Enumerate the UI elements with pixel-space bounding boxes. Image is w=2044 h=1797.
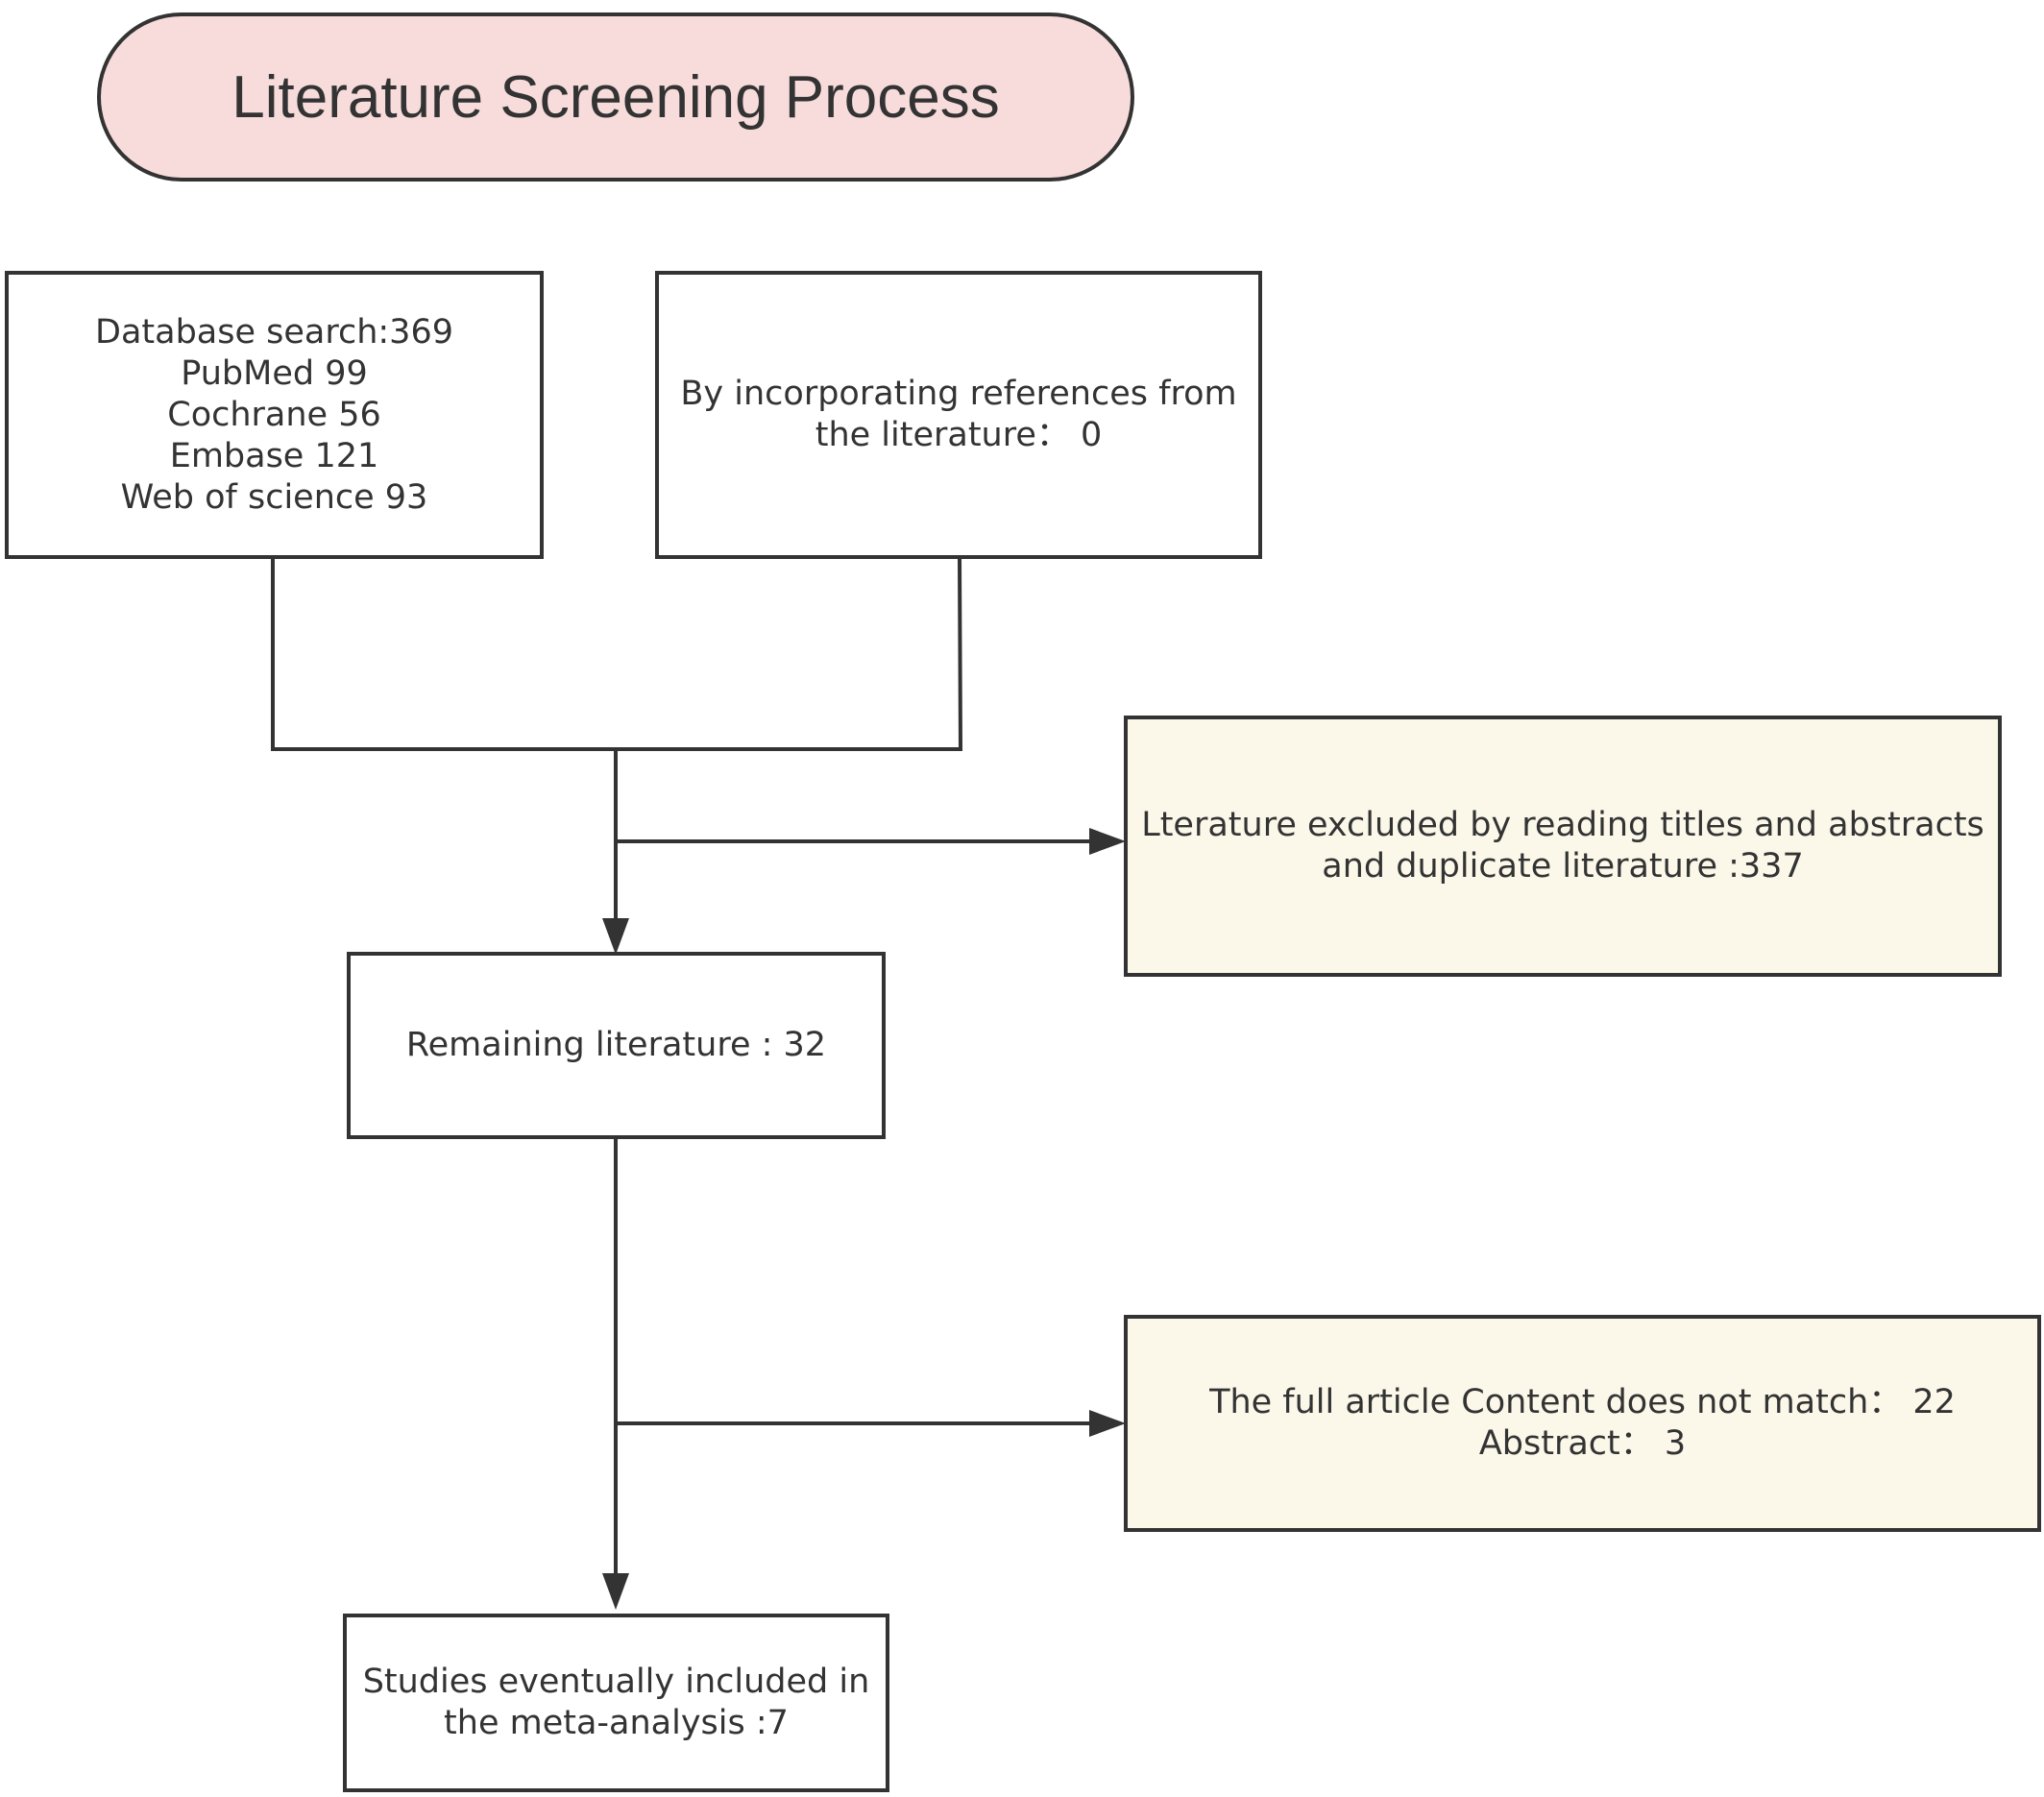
arrowhead-to-remaining (602, 918, 629, 955)
arrowhead-to-included (602, 1573, 629, 1610)
excluded-fulltext-line-1: The full article Content does not match：… (1209, 1383, 1956, 1421)
remaining-line: Remaining literature : 32 (405, 1026, 827, 1064)
references-line-2: the literature： 0 (815, 416, 1103, 454)
excluded-titles-abstracts-box: Lterature excluded by reading titles and… (1124, 716, 2002, 977)
excluded-fulltext-line-2: Abstract： 3 (1478, 1424, 1687, 1463)
web-of-science-line: Web of science 93 (120, 477, 428, 517)
diagram-title: Literature Screening Process (231, 63, 1000, 131)
included-line-2: the meta-analysis :7 (444, 1704, 789, 1742)
included-studies-box: Studies eventually included in the meta-… (343, 1614, 889, 1792)
cochrane-line: Cochrane 56 (167, 395, 381, 434)
embase-line: Embase 121 (169, 436, 379, 475)
excluded-titles-line-1: Lterature excluded by reading titles and… (1141, 806, 1984, 844)
merge-connector (271, 556, 963, 751)
remaining-literature-box: Remaining literature : 32 (347, 952, 886, 1139)
arrowhead-to-excluded-2 (1089, 1410, 1126, 1437)
excluded-titles-line-2: and duplicate literature :337 (1322, 847, 1804, 886)
title-banner: Literature Screening Process (97, 12, 1134, 182)
included-line-1: Studies eventually included in (362, 1663, 870, 1701)
references-line-1: By incorporating references from (680, 375, 1237, 413)
pubmed-line: PubMed 99 (181, 353, 368, 393)
database-search-box: Database search:369 PubMed 99 Cochrane 5… (5, 271, 544, 559)
references-box: By incorporating references from the lit… (655, 271, 1262, 559)
excluded-fulltext-box: The full article Content does not match：… (1124, 1315, 2041, 1532)
arrowhead-to-excluded-1 (1089, 828, 1126, 855)
database-search-line: Database search:369 (95, 312, 453, 352)
